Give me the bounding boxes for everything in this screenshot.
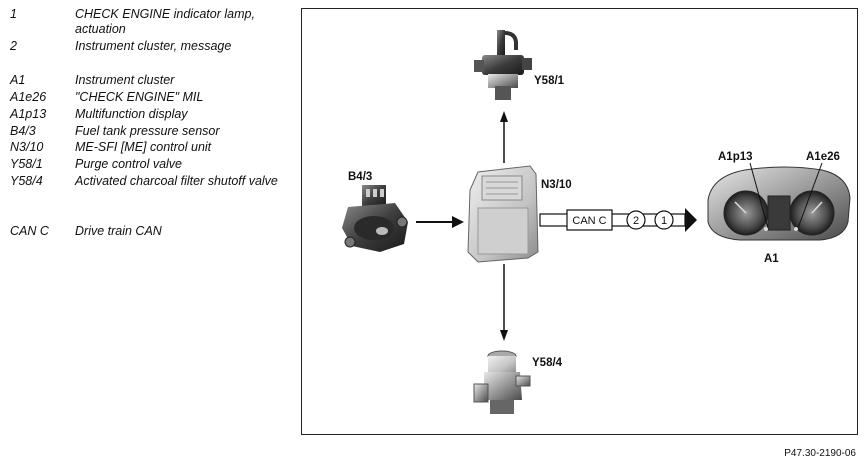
legend-description: "CHECK ENGINE" MIL xyxy=(75,90,204,104)
legend-code: CAN C xyxy=(10,224,49,238)
multifunction-display-label: A1p13 xyxy=(718,151,753,163)
legend-description: Activated charcoal filter shutoff valve xyxy=(75,174,278,188)
legend-code: N3/10 xyxy=(10,140,44,154)
control-unit-label: N3/10 xyxy=(541,179,572,191)
legend-code: 2 xyxy=(10,39,17,53)
legend-code: A1p13 xyxy=(10,107,47,121)
can-bus-label-box xyxy=(566,209,613,231)
legend-code: A1 xyxy=(10,73,26,87)
legend-description: CHECK ENGINE indicator lamp, actuation xyxy=(75,7,255,36)
control-unit xyxy=(467,165,539,263)
can-bus-label: CAN C xyxy=(572,215,606,227)
arrow-ecu-to-shutoff-valve xyxy=(500,264,508,341)
legend-code: Y58/1 xyxy=(10,157,43,171)
diagram-frame xyxy=(301,8,858,435)
legend-code: B4/3 xyxy=(10,124,36,138)
arrow-sensor-to-ecu xyxy=(416,216,464,228)
message-number: 2 xyxy=(633,215,639,227)
message-marker-1 xyxy=(654,210,674,230)
charcoal-filter-shutoff-valve xyxy=(473,350,531,414)
legend-description: Multifunction display xyxy=(75,107,188,121)
message-marker-2 xyxy=(626,210,646,230)
leader-line-check-engine-mil xyxy=(797,162,823,229)
fuel-tank-pressure-sensor-label: B4/3 xyxy=(348,171,372,183)
legend-code: Y58/4 xyxy=(10,174,43,188)
legend-description: Instrument cluster xyxy=(75,73,175,87)
instrument-cluster xyxy=(707,166,851,241)
legend-description: Purge control valve xyxy=(75,157,183,171)
legend-description: Fuel tank pressure sensor xyxy=(75,124,220,138)
legend-description: ME-SFI [ME] control unit xyxy=(75,140,212,154)
legend-code: 1 xyxy=(10,7,17,21)
leader-line-multifunction-display xyxy=(749,162,769,229)
can-bus-arrow: CAN C 2 1 xyxy=(539,208,697,232)
instrument-cluster-label: A1 xyxy=(764,253,779,265)
legend-description: Instrument cluster, message xyxy=(75,39,232,53)
purge-control-valve-label: Y58/1 xyxy=(534,75,565,87)
arrow-ecu-to-purge-valve xyxy=(500,111,508,163)
legend-description: Drive train CAN xyxy=(75,224,162,238)
message-number: 1 xyxy=(661,215,667,227)
purge-control-valve xyxy=(474,30,532,100)
fuel-tank-pressure-sensor xyxy=(342,185,408,252)
check-engine-mil-label: A1e26 xyxy=(806,151,840,163)
reference-code: P47.30-2190-06 xyxy=(784,448,856,459)
legend-code: A1e26 xyxy=(10,90,47,104)
charcoal-filter-shutoff-valve-label: Y58/4 xyxy=(532,357,563,369)
